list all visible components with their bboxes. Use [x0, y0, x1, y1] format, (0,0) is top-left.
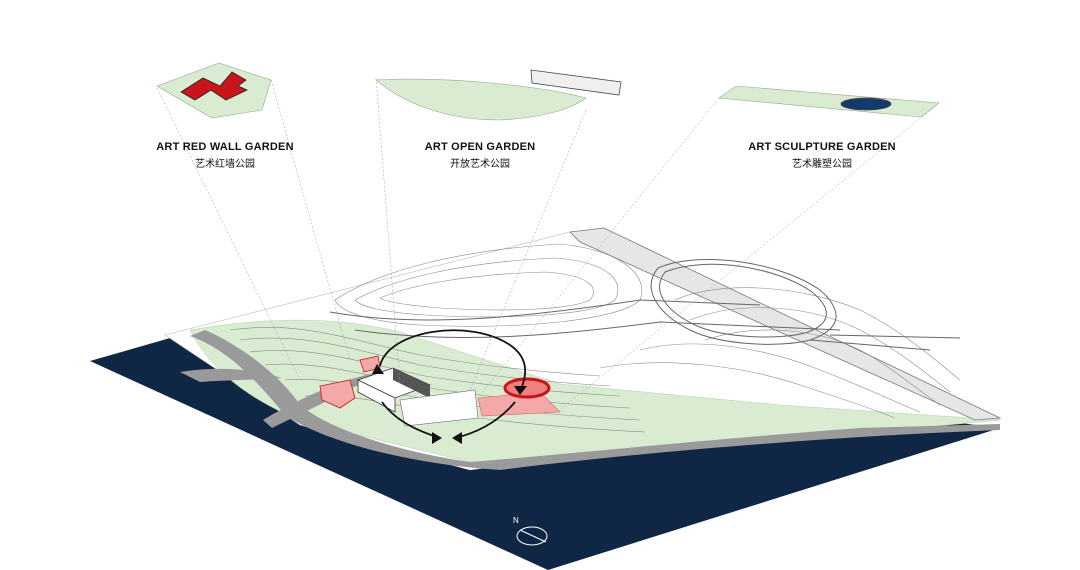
- label-sculpture-garden-en: ART SCULPTURE GARDEN: [748, 141, 896, 153]
- label-open-garden-en: ART OPEN GARDEN: [424, 141, 536, 153]
- shoreline: [190, 330, 1000, 470]
- panel-sculpture-garden: [718, 85, 940, 118]
- label-sculpture-garden-zh: 艺术雕塑公园: [792, 159, 852, 170]
- site-paths: [329, 259, 961, 351]
- circulation-arrows: [372, 329, 527, 444]
- label-red-wall-garden: ART RED WALL GARDEN 艺术红墙公园: [130, 141, 320, 170]
- sculpture-pool: [840, 97, 892, 111]
- compass-north-label: N: [513, 516, 519, 525]
- red-wall-shape: [180, 71, 248, 101]
- main-road: [569, 227, 1002, 421]
- contour-lines: [229, 243, 961, 433]
- panel-red-wall-garden: [156, 62, 272, 119]
- label-open-garden-zh: 开放艺术公园: [450, 159, 510, 170]
- label-sculpture-garden: ART SCULPTURE GARDEN 艺术雕塑公园: [722, 141, 922, 170]
- shore-spit: [180, 368, 282, 382]
- label-open-garden: ART OPEN GARDEN 开放艺术公园: [385, 141, 575, 170]
- label-red-wall-garden-en: ART RED WALL GARDEN: [156, 141, 294, 153]
- sculpture-ring: [503, 377, 551, 399]
- label-red-wall-garden-zh: 艺术红墙公园: [195, 159, 255, 170]
- projection-lines: [156, 77, 940, 411]
- north-compass-icon: [516, 526, 548, 546]
- building-block: [356, 367, 479, 427]
- panel-open-garden: [375, 69, 622, 121]
- sculpture-garden-site: [477, 377, 561, 417]
